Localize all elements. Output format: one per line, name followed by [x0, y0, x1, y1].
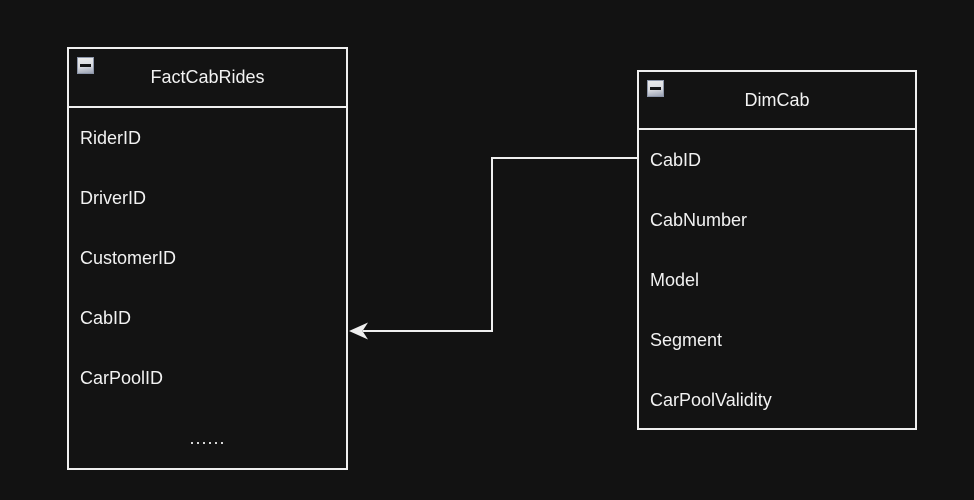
field-row[interactable]: CabID [650, 149, 702, 170]
connector-line[interactable] [363, 157, 637, 332]
field-row[interactable]: CabNumber [650, 209, 748, 230]
minus-glyph [650, 87, 661, 90]
field-row[interactable]: CarPoolID [80, 367, 164, 388]
connector-arrowhead-icon [349, 322, 368, 340]
more-fields-indicator[interactable]: ...... [189, 427, 226, 448]
field-row[interactable]: CabID [80, 307, 132, 328]
collapse-minus-icon[interactable] [647, 80, 664, 97]
entity-header[interactable]: FactCabRides [69, 49, 346, 108]
field-row[interactable]: Model [650, 269, 700, 290]
entity-dimcab[interactable]: DimCab CabID CabNumber Model Segment Car… [637, 70, 917, 430]
field-row[interactable]: CustomerID [80, 247, 177, 268]
entity-factcabrides[interactable]: FactCabRides RiderID DriverID CustomerID… [67, 47, 348, 470]
entity-title: DimCab [744, 89, 810, 110]
field-row[interactable]: CarPoolValidity [650, 389, 772, 410]
entity-title: FactCabRides [150, 67, 265, 87]
field-row[interactable]: Segment [650, 329, 723, 350]
entity-header[interactable]: DimCab [639, 72, 915, 130]
minus-glyph [80, 64, 91, 67]
field-row[interactable]: DriverID [80, 187, 146, 208]
field-row[interactable]: RiderID [80, 127, 142, 148]
collapse-minus-icon[interactable] [77, 57, 94, 74]
